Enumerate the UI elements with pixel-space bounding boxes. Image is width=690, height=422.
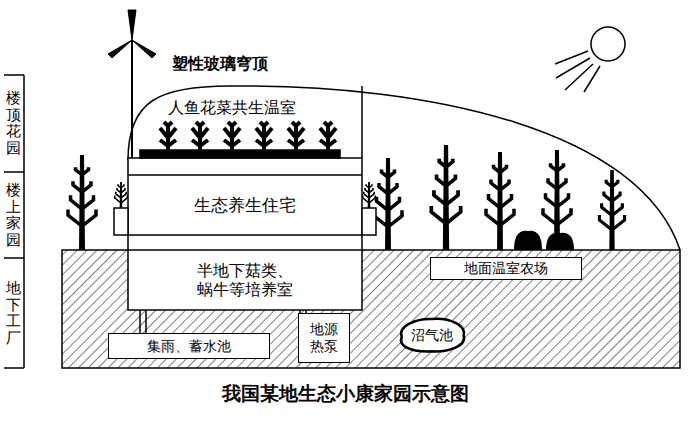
tree <box>599 170 624 250</box>
room-box: 地源 热泵 <box>298 313 350 363</box>
tree <box>68 155 96 250</box>
level-label: 楼顶花园 <box>6 90 21 156</box>
level-label: 地下工厂 <box>6 280 21 346</box>
room-box: 地面温室农场 <box>430 257 582 280</box>
level-bracket <box>4 75 24 368</box>
dome-label: 塑性玻璃穹顶 <box>172 54 268 73</box>
room-label: 地源 热泵 <box>307 321 341 355</box>
tree <box>115 182 128 210</box>
room-label: 半地下菇类、 蜗牛等培养室 <box>189 261 301 299</box>
pipe <box>140 310 306 333</box>
room-label: 集雨、蓄水池 <box>147 338 231 355</box>
building <box>128 86 362 310</box>
room-box: 集雨、蓄水池 <box>108 333 270 359</box>
sun <box>555 27 625 92</box>
tree <box>486 152 514 250</box>
figure-caption: 我国某地生态小康家园示意图 <box>222 382 469 405</box>
room-box: 生态养生住宅 <box>129 176 361 234</box>
tree <box>363 182 376 210</box>
room-label: 生态养生住宅 <box>194 195 296 215</box>
biogas-pit: 沼气池 <box>396 316 468 354</box>
tree <box>374 158 402 250</box>
level-label: 楼上家园 <box>6 182 21 248</box>
greenhouse-label: 人鱼花菜共生温室 <box>168 98 296 117</box>
tree <box>431 145 460 250</box>
room-label: 沼气池 <box>411 327 453 344</box>
room-box: 半地下菇类、 蜗牛等培养室 <box>129 251 361 309</box>
greenhouse-plants <box>160 122 336 150</box>
room-label: 地面温室农场 <box>464 260 548 277</box>
wind-turbine <box>108 10 156 160</box>
